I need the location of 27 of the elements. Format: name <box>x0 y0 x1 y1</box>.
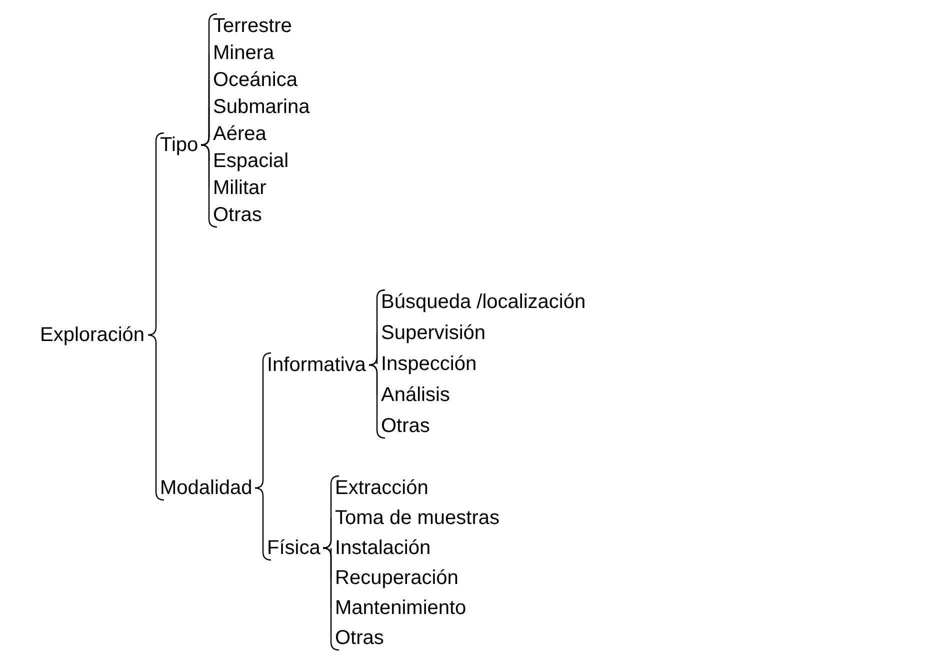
term-label: Espacial <box>213 150 289 172</box>
curly-brace-arm <box>322 518 332 549</box>
term-label: Minera <box>213 42 274 64</box>
term-label: Supervisión <box>381 322 486 344</box>
term-label: Tipo <box>160 134 198 156</box>
term-label: Oceánica <box>213 69 298 91</box>
term-label: Modalidad <box>160 477 252 499</box>
term-label: Búsqueda /localización <box>381 291 586 313</box>
term-label: Aérea <box>213 123 266 145</box>
term-label: Terrestre <box>213 15 292 37</box>
term-label: Análisis <box>381 384 450 406</box>
term-label: Extracción <box>335 477 428 499</box>
term-label: Física <box>267 537 320 559</box>
curly-brace-arm <box>368 356 378 366</box>
term-label: Militar <box>213 177 266 199</box>
term-label: Mantenimiento <box>335 597 466 619</box>
term-label: Exploración <box>40 324 145 346</box>
term-label: Otras <box>335 627 384 649</box>
curly-brace-arm <box>200 134 210 146</box>
term-label: Submarina <box>213 96 310 118</box>
term-label: Informativa <box>267 354 366 376</box>
term-label: Otras <box>213 204 262 226</box>
term-label: Toma de muestras <box>335 507 500 529</box>
term-label: Recuperación <box>335 567 458 589</box>
term-label: Inspección <box>381 353 477 375</box>
term-label: Otras <box>381 415 430 437</box>
term-label: Instalación <box>335 537 431 559</box>
